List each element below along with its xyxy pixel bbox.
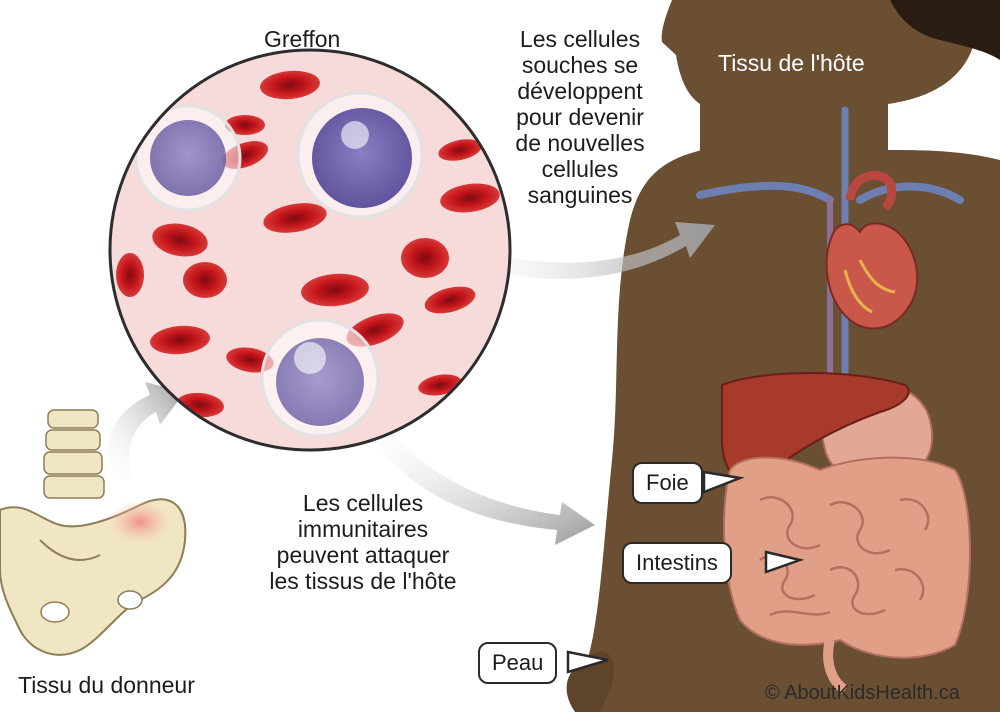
immune-cells-line: Les cellules	[302, 490, 424, 516]
stem-cell-top-center	[296, 91, 424, 219]
immune-cells-line: les tissus de l'hôte	[269, 568, 457, 594]
stem-cells-line: souches se	[521, 52, 639, 78]
stem-cells-line: sanguines	[527, 182, 633, 208]
heart	[825, 170, 919, 330]
arrow-to-host	[455, 222, 715, 279]
intestines-callout-pointer	[764, 550, 805, 574]
immune-cell	[260, 318, 380, 438]
liver-callout: Foie	[632, 462, 703, 504]
donor-tissue-label: Tissu du donneur	[18, 672, 195, 698]
red-blood-cells	[116, 70, 500, 418]
donor-pelvis	[0, 409, 187, 656]
stem-cells-text: Les cellules souches se développent pour…	[480, 26, 680, 208]
skin-callout-pointer	[566, 650, 609, 674]
host-hair	[890, 0, 1000, 60]
immune-cells-line: peuvent attaquer	[276, 542, 450, 568]
graft-label: Greffon	[264, 26, 341, 52]
immune-cells-text: Les cellules immunitaires peuvent attaqu…	[228, 490, 498, 594]
stem-cells-line: développent	[517, 78, 643, 104]
intestines-callout: Intestins	[622, 542, 732, 584]
liver-callout-pointer	[702, 470, 745, 494]
stem-cells-line: Les cellules	[519, 26, 641, 52]
arrow-to-tissues	[368, 420, 595, 545]
graft-circle	[108, 48, 512, 452]
skin-callout: Peau	[478, 642, 558, 684]
immune-cells-line: immunitaires	[297, 516, 429, 542]
copyright-notice: © AboutKidsHealth.ca	[765, 682, 960, 704]
stem-cells-line: pour devenir	[516, 104, 644, 130]
spine	[43, 409, 105, 499]
host-tissue-label: Tissu de l'hôte	[718, 50, 865, 76]
intestines	[723, 456, 971, 695]
host-head	[661, 0, 980, 170]
stem-cell-top-left	[134, 104, 242, 212]
arrow-from-donor	[106, 382, 185, 480]
stem-cells-line: de nouvelles	[515, 130, 645, 156]
stem-cells-line: cellules	[541, 156, 619, 182]
blood-cells	[116, 70, 500, 438]
